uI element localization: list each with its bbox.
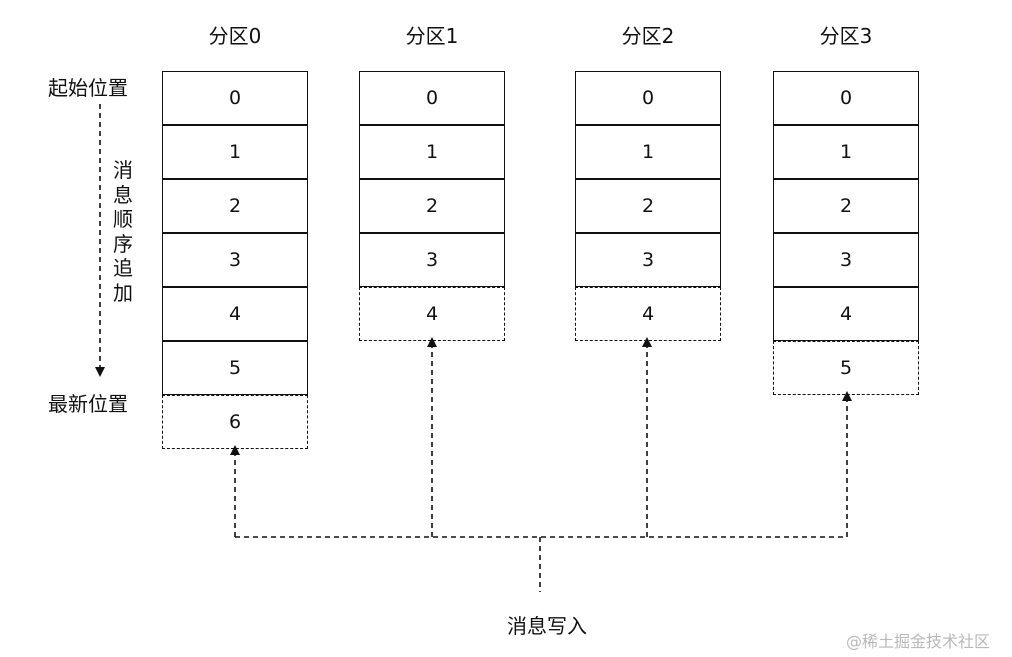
latest-position-label: 最新位置 bbox=[48, 392, 128, 416]
partition-1-offset-cell: 1 bbox=[359, 125, 505, 179]
partition-0-offset-cell: 4 bbox=[162, 287, 308, 341]
partition-2-offset-cell: 3 bbox=[575, 233, 721, 287]
partition-2-offset-cell: 1 bbox=[575, 125, 721, 179]
partition-title-3: 分区3 bbox=[819, 24, 873, 48]
partition-0-offset-cell: 3 bbox=[162, 233, 308, 287]
partition-3-offset-cell: 3 bbox=[773, 233, 919, 287]
partition-3-offset-cell: 0 bbox=[773, 71, 919, 125]
partition-0-offset-cell: 5 bbox=[162, 341, 308, 395]
partition-2-offset-cell: 0 bbox=[575, 71, 721, 125]
partition-1-offset-cell: 3 bbox=[359, 233, 505, 287]
message-write-label: 消息写入 bbox=[507, 614, 587, 638]
partition-1-offset-cell: 0 bbox=[359, 71, 505, 125]
partition-3-offset-cell: 1 bbox=[773, 125, 919, 179]
partition-title-0: 分区0 bbox=[208, 24, 262, 48]
partition-0-offset-cell: 0 bbox=[162, 71, 308, 125]
partition-3-offset-cell: 2 bbox=[773, 179, 919, 233]
partition-1-pending-cell: 4 bbox=[359, 287, 505, 341]
watermark: @稀土掘金技术社区 bbox=[846, 632, 991, 651]
partition-0-offset-cell: 1 bbox=[162, 125, 308, 179]
partition-0-pending-cell: 6 bbox=[162, 395, 308, 449]
start-position-label: 起始位置 bbox=[48, 76, 128, 100]
order-append-label: 消息顺序追加 bbox=[113, 158, 133, 305]
partition-2-offset-cell: 2 bbox=[575, 179, 721, 233]
partition-title-2: 分区2 bbox=[621, 24, 675, 48]
partition-0-offset-cell: 2 bbox=[162, 179, 308, 233]
partition-3-offset-cell: 4 bbox=[773, 287, 919, 341]
partition-title-1: 分区1 bbox=[405, 24, 459, 48]
partition-1-offset-cell: 2 bbox=[359, 179, 505, 233]
